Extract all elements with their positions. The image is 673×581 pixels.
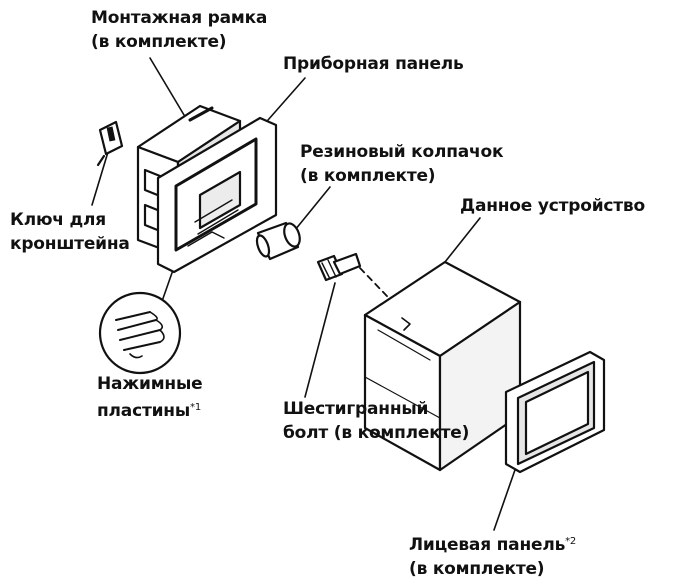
- label-rubber-cap: Резиновый колпачок (в комплекте): [300, 140, 504, 188]
- label-line: Ключ для: [10, 210, 106, 230]
- label-unit: Данное устройство: [460, 194, 645, 218]
- label-line: пластины*1: [97, 396, 202, 423]
- label-hex-bolt: Шестигранный болт (в комплекте): [283, 397, 469, 445]
- label-line: Монтажная рамка: [91, 8, 268, 28]
- press-plates-detail: [98, 291, 182, 375]
- rubber-cap: [255, 221, 301, 261]
- label-mounting-frame: Монтажная рамка (в комплекте): [91, 6, 267, 54]
- hex-bolt: [316, 252, 362, 282]
- face-panel: [504, 350, 606, 474]
- label-line: (в комплекте): [409, 559, 545, 579]
- label-press-plates: Нажимные пластины*1: [97, 372, 203, 423]
- dashboard-panel: [156, 116, 278, 274]
- bracket-key: [96, 120, 124, 167]
- label-line: Шестигранный: [283, 399, 429, 419]
- label-line: Резиновый колпачок: [300, 142, 504, 162]
- label-line: Данное устройство: [460, 196, 645, 216]
- footnote-marker: *2: [565, 536, 577, 547]
- label-line: Нажимные: [97, 374, 203, 394]
- label-bracket-key: Ключ для кронштейна: [10, 208, 130, 256]
- label-line: кронштейна: [10, 234, 130, 254]
- label-line: Приборная панель: [283, 54, 464, 74]
- label-face-panel: Лицевая панель*2 (в комплекте): [409, 530, 576, 581]
- footnote-marker: *1: [190, 402, 201, 413]
- label-line: (в комплекте): [91, 32, 227, 52]
- label-line: (в комплекте): [300, 166, 436, 186]
- label-text: пластины: [97, 401, 191, 421]
- label-dashboard: Приборная панель: [283, 52, 464, 76]
- label-text: Лицевая панель: [409, 535, 566, 555]
- label-line: Лицевая панель*2: [409, 530, 576, 557]
- label-line: болт (в комплекте): [283, 423, 470, 443]
- leader-lines: [91, 57, 517, 531]
